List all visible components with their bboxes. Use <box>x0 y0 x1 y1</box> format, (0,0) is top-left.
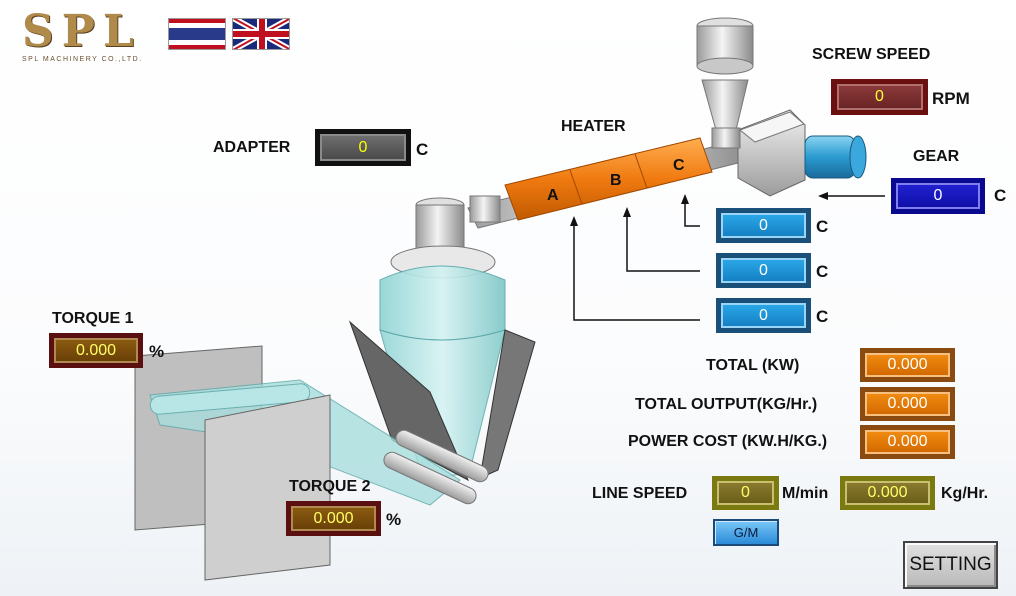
heater-label: HEATER <box>561 118 626 135</box>
power-cost-value: 0.000 <box>865 430 950 454</box>
adapter-value: 0 <box>320 134 406 161</box>
sensor-arrows <box>570 192 828 226</box>
feed-hopper <box>696 17 754 149</box>
gear-value: 0 <box>896 183 980 209</box>
die-tank <box>348 197 536 482</box>
torque2-value: 0.000 <box>291 506 376 531</box>
torque2-display: 0.000 <box>286 501 381 536</box>
screw-speed-label: SCREW SPEED <box>812 46 931 63</box>
heater-temp-c-value: 0 <box>721 213 806 238</box>
total-kw-label: TOTAL (KW) <box>706 357 800 374</box>
torque1-display: 0.000 <box>49 333 143 368</box>
adapter-unit: C <box>416 140 429 159</box>
heater-zone-b: B <box>610 172 622 189</box>
total-kw-display: 0.000 <box>860 348 955 382</box>
torque2-unit: % <box>386 510 402 529</box>
adapter-label: ADAPTER <box>213 139 291 156</box>
heater-temp-c-unit: C <box>816 217 829 236</box>
screw-speed-value: 0 <box>836 84 923 110</box>
spl-logo: SPL SPL MACHINERY CO.,LTD. <box>22 10 150 66</box>
heater-temp-b-value: 0 <box>721 258 806 283</box>
uk-flag-icon[interactable] <box>232 18 290 50</box>
gm-button[interactable]: G/M <box>713 519 779 546</box>
total-output-display: 0.000 <box>860 387 955 421</box>
heater-temp-a-unit: C <box>816 307 829 326</box>
total-kw-value: 0.000 <box>865 353 950 377</box>
thai-flag-icon[interactable] <box>168 18 226 50</box>
heater-temp-c-display: 0 <box>716 208 811 243</box>
torque1-value: 0.000 <box>54 338 138 363</box>
heater-zone-c: C <box>673 157 685 174</box>
line-speed-kg-unit: Kg/Hr. <box>941 485 989 502</box>
heater-temp-b-display: 0 <box>716 253 811 288</box>
power-cost-display: 0.000 <box>860 425 955 459</box>
heater-zone-a: A <box>547 187 559 204</box>
sensor-leader-lines <box>573 195 885 321</box>
torque1-label: TORQUE 1 <box>52 310 134 327</box>
line-speed-display: 0 <box>712 476 779 510</box>
extruder-barrel <box>467 137 751 229</box>
total-output-label: TOTAL OUTPUT(KG/Hr.) <box>635 396 818 413</box>
logo-subtitle: SPL MACHINERY CO.,LTD. <box>22 56 143 63</box>
heater-temp-a-value: 0 <box>721 303 806 328</box>
setting-button[interactable]: SETTING <box>903 541 998 589</box>
line-speed-kg-value: 0.000 <box>845 481 930 505</box>
gear-unit: C <box>994 186 1007 205</box>
line-speed-label: LINE SPEED <box>592 485 688 502</box>
power-cost-label: POWER COST (KW.H/KG.) <box>628 433 828 450</box>
line-speed-kg-display: 0.000 <box>840 476 935 510</box>
heater-temp-a-display: 0 <box>716 298 811 333</box>
screw-speed-unit: RPM <box>932 89 970 108</box>
line-speed-value: 0 <box>717 481 774 505</box>
torque2-label: TORQUE 2 <box>289 478 371 495</box>
total-output-value: 0.000 <box>865 392 950 416</box>
logo-brand: SPL <box>22 6 142 57</box>
gear-display: 0 <box>891 178 985 214</box>
heater-temp-b-unit: C <box>816 262 829 281</box>
screw-speed-display: 0 <box>831 79 928 115</box>
gearbox-motor <box>737 109 867 197</box>
line-speed-unit: M/min <box>782 485 829 502</box>
gear-label: GEAR <box>913 148 960 165</box>
torque1-unit: % <box>149 342 165 361</box>
adapter-display: 0 <box>315 129 411 166</box>
